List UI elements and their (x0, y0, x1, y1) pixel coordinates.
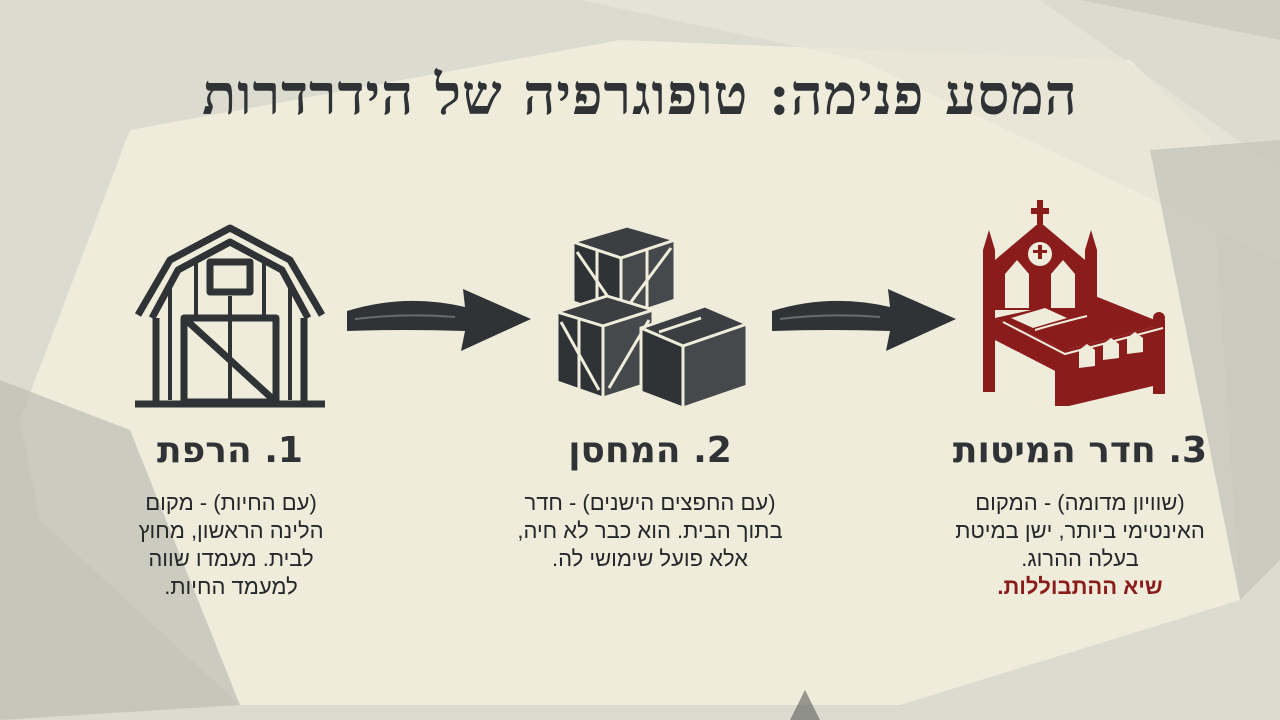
stage-title-barn: 1. הרפת (157, 430, 303, 471)
stage-desc-bedroom: (שוויון מדומה) - המקום האינטימי ביותר, י… (940, 489, 1220, 601)
page-title: המסע פנימה: טופוגרפיה של הידרדרות (202, 62, 1078, 128)
arrow-right-icon (772, 289, 956, 351)
stage-desc-storage: (עם החפצים הישנים) - חדר בתוך הבית. הוא … (517, 490, 783, 571)
stage-emphasis: שיא ההתבוללות. (997, 574, 1163, 599)
gothic-bed-icon (983, 200, 1165, 406)
stage-desc-bedroom-text: (שוויון מדומה) - המקום האינטימי ביותר, י… (955, 490, 1205, 571)
boxes-icon (555, 224, 749, 410)
stage-title-bedroom: 3. חדר המיטות (952, 430, 1208, 471)
stage-desc-barn: (עם החיות) - מקום הלינה הראשון, מחוץ לבי… (138, 490, 324, 599)
stage-title-storage: 2. המחסן (568, 430, 732, 471)
barn-icon (134, 224, 326, 408)
arrow-right-icon (347, 289, 531, 351)
